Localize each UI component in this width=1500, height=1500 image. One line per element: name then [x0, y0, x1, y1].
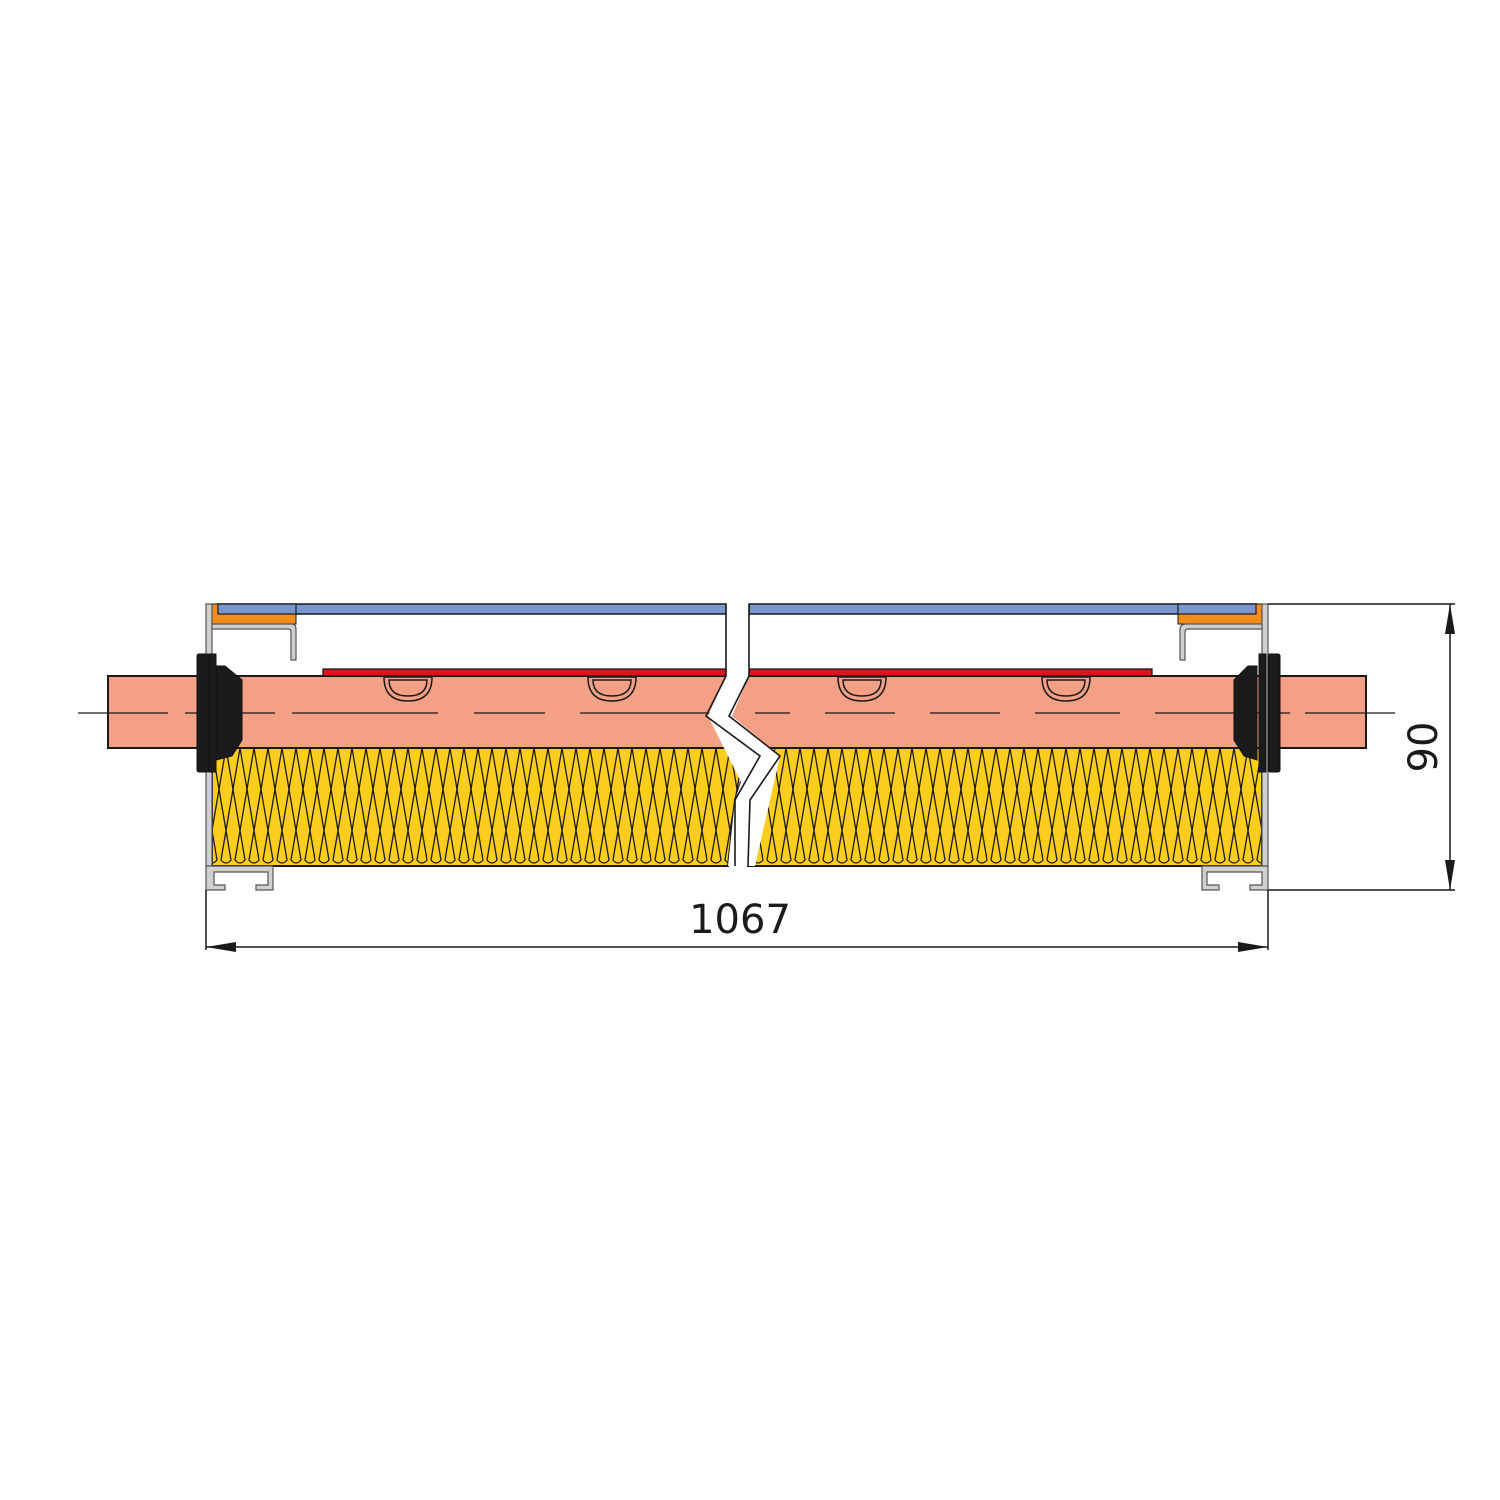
pipe-channels: [383, 676, 1091, 702]
pipe-channel-1: [383, 676, 433, 702]
break-line: [704, 604, 782, 867]
pipe-channel-3: [837, 676, 887, 702]
pipe-channel-2: [587, 676, 637, 702]
dimension-width-label: 1067: [689, 897, 791, 943]
dimension-width: [205, 890, 1269, 952]
gasket-right: [1177, 603, 1263, 625]
gasket-left: [211, 603, 297, 625]
dimension-height: [1268, 603, 1455, 891]
dimension-height-label: 90: [1401, 722, 1447, 773]
end-seal-right: [1233, 653, 1281, 773]
end-seal-left: [196, 653, 243, 773]
pipe-channel-4: [1041, 676, 1091, 702]
